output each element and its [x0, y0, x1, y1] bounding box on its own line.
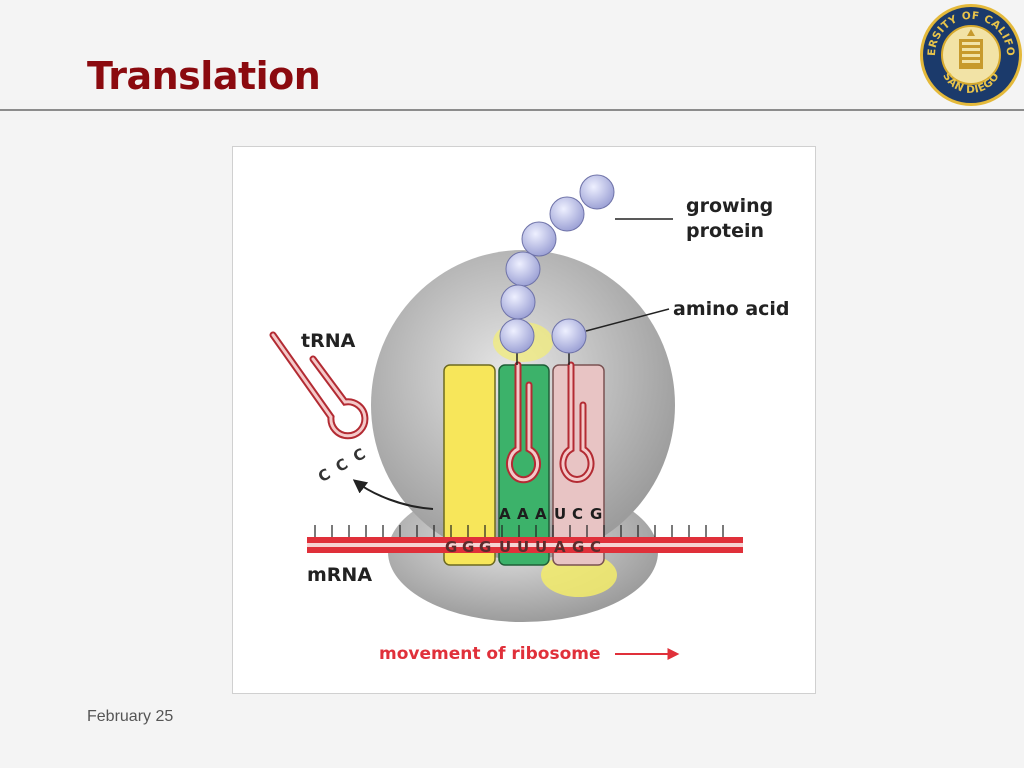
amino-acid-bead — [521, 221, 557, 257]
label-protein: protein — [686, 220, 764, 242]
p-site-trna — [506, 361, 541, 484]
title-divider — [0, 109, 1024, 111]
mrna-strand — [307, 525, 743, 553]
a-site-trna-block — [552, 364, 605, 566]
amino-acid-bead — [505, 251, 541, 287]
p-site-anticodon: A A A — [499, 505, 547, 523]
label-growing: growing — [686, 195, 773, 217]
label-movement: movement of ribosome — [379, 644, 601, 664]
uc-san-diego-seal-icon: UNIVERSITY OF CALIFORNIA SAN DIEGO — [918, 2, 1022, 106]
slide-title: Translation — [87, 54, 321, 98]
translation-figure: growing protein amino acid tRNA mRNA C C… — [232, 146, 816, 694]
exit-arrow — [352, 479, 434, 510]
amino-acid-bead — [579, 174, 615, 210]
label-trna: tRNA — [301, 330, 356, 352]
growing-protein-chain — [499, 174, 615, 354]
amino-acid-bead — [549, 196, 585, 232]
label-amino-acid: amino acid — [673, 298, 790, 320]
incoming-amino-acid — [551, 318, 587, 354]
amino-acid-bead — [499, 318, 535, 354]
exiting-anticodon: C C C — [315, 445, 369, 486]
p-site-trna-block — [498, 364, 550, 566]
a-site-anticodon: U C G — [554, 505, 602, 523]
footer-date: February 25 — [87, 708, 174, 725]
amino-acid-leader — [585, 308, 670, 332]
a-site-trna — [559, 361, 595, 483]
mrna-codons: G G G U U U A G C — [445, 538, 601, 556]
e-site-block — [443, 364, 496, 566]
exiting-trna — [269, 331, 369, 440]
label-mrna: mRNA — [307, 564, 372, 586]
amino-acid-bead — [500, 284, 536, 320]
ribosome-diagram: growing protein amino acid tRNA mRNA C C… — [269, 174, 790, 664]
